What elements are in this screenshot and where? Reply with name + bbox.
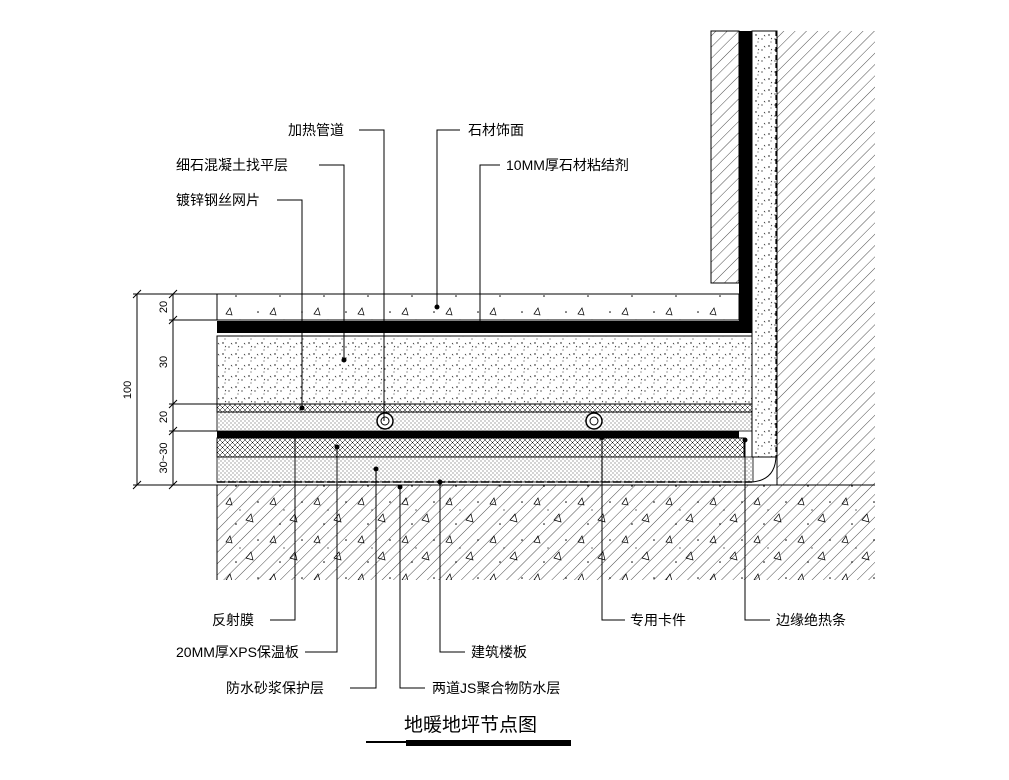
label-fine-concrete: 细石混凝土找平层	[176, 157, 288, 173]
dim-concrete: 30	[158, 356, 170, 368]
label-floor-slab: 建筑楼板	[471, 644, 527, 660]
diagram-title: 地暖地坪节点图	[404, 714, 537, 736]
stone-finish-layer	[216, 293, 740, 321]
label-edge-insulation: 边缘绝热条	[776, 612, 846, 628]
js-waterproof-layer	[217, 454, 777, 483]
xps-board-layer	[216, 437, 745, 458]
building-wall	[776, 31, 875, 485]
label-mortar-protection: 防水砂浆保护层	[226, 680, 324, 696]
wall-finish	[710, 30, 740, 284]
dim-total: 100	[122, 381, 134, 399]
label-js-waterproof: 两道JS聚合物防水层	[432, 680, 560, 696]
mortar-protection-layer	[216, 456, 754, 483]
galvanized-mesh-layer	[216, 403, 753, 413]
label-heating-pipe: 加热管道	[288, 122, 344, 138]
heating-pipe-1	[372, 412, 398, 438]
stone-adhesive-layer	[217, 31, 752, 333]
fine-concrete-layer	[216, 335, 753, 405]
label-stone-finish: 石材饰面	[468, 122, 524, 138]
leader-lines	[270, 129, 770, 689]
reflective-film-layer	[217, 431, 739, 438]
dim-mesh: 20	[158, 411, 170, 423]
dim-base: 30~30	[158, 443, 170, 474]
label-xps-board: 20MM厚XPS保温板	[176, 644, 299, 660]
dimension-chain	[132, 289, 217, 490]
dim-stone-finish: 20	[158, 301, 170, 313]
floor-slab	[216, 484, 875, 580]
heating-layer	[216, 411, 753, 432]
label-pipe-clip: 专用卡件	[630, 612, 686, 628]
label-galvanized-mesh: 镀锌钢丝网片	[176, 192, 260, 208]
title-underline	[366, 740, 571, 746]
label-stone-adhesive: 10MM厚石材粘结剂	[506, 157, 629, 173]
heating-pipe-2	[581, 412, 607, 438]
label-reflective-film: 反射膜	[212, 612, 254, 628]
edge-insulation-strip	[751, 30, 778, 458]
